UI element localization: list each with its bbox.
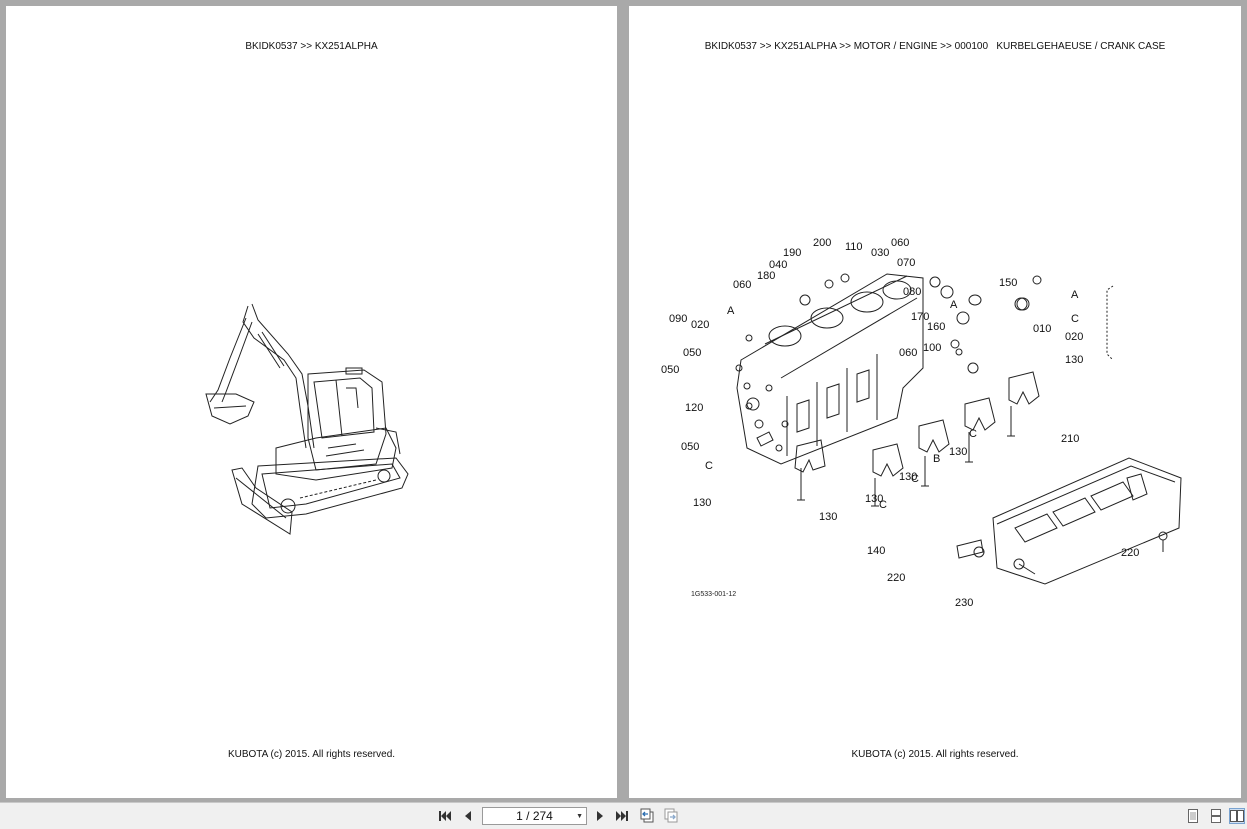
go-forward-button[interactable] [663,808,679,824]
page-indicator: 1 / 274 [516,809,553,823]
key-A: A [1071,289,1079,301]
key-010: 010 [1033,323,1051,335]
crank-case-exploded-diagram: 200 110 060 190 030 070 040 180 060 080 … [661,237,1182,609]
callout-030: 030 [871,247,889,259]
callout-130-low: 130 [865,493,883,505]
callout-080: 080 [903,286,921,298]
left-page: BKIDK0537 >> KX251ALPHA KUBOTA (c) [6,6,617,798]
single-page-view-button[interactable] [1185,808,1201,824]
callout-100: 100 [923,342,941,354]
callout-A: A [727,305,735,317]
callout-050: 050 [683,347,701,359]
two-page-view-button[interactable] [1229,808,1245,824]
callout-130-mid: 130 [899,471,917,483]
right-breadcrumb: BKIDK0537 >> KX251ALPHA >> MOTOR / ENGIN… [704,41,1166,52]
callout-130-right: 130 [949,446,967,458]
right-page: BKIDK0537 >> KX251ALPHA >> MOTOR / ENGIN… [629,6,1241,798]
two-page-icon [1230,810,1244,822]
circled-A-label: A [950,299,958,311]
continuous-page-view-button[interactable] [1208,808,1224,824]
callout-C-low: C [879,499,887,511]
single-page-icon [1188,809,1198,823]
callout-110: 110 [845,241,863,253]
figure-id: 1G533-001-12 [691,591,736,598]
crank-case-drawing [735,273,1182,585]
callout-040: 040 [769,259,787,271]
callout-220-left: 220 [887,572,905,584]
left-footer: KUBOTA (c) 2015. All rights reserved. [227,749,396,760]
callout-020: 020 [691,319,709,331]
callout-140: 140 [867,545,885,557]
key-130: 130 [1065,354,1083,366]
prev-page-button[interactable] [460,808,476,824]
go-back-button[interactable] [639,808,655,824]
callout-150: 150 [999,277,1017,289]
key-C: C [1071,313,1079,325]
left-breadcrumb: BKIDK0537 >> KX251ALPHA [245,41,378,52]
prev-page-icon [465,811,471,821]
callout-070: 070 [897,257,915,269]
first-page-icon [439,811,451,821]
next-page-button[interactable] [592,808,608,824]
callout-130-left: 130 [693,497,711,509]
callout-200: 200 [813,237,831,249]
callout-210: 210 [1061,433,1079,445]
next-page-icon [597,811,603,821]
callout-160: 160 [927,321,945,333]
callout-060-left: 060 [733,279,751,291]
callout-190: 190 [783,247,801,259]
callout-230: 230 [955,597,973,609]
pdf-navigation-toolbar: 1 / 274 ▼ [0,802,1247,829]
callout-050-lower: 050 [661,364,679,376]
excavator-illustration [205,303,409,535]
page-number-selector[interactable]: 1 / 274 ▼ [482,807,587,825]
continuous-page-icon [1211,809,1221,823]
chevron-down-icon: ▼ [576,813,583,820]
callout-050-bottom: 050 [681,441,699,453]
first-page-button[interactable] [437,808,453,824]
right-footer: KUBOTA (c) 2015. All rights reserved. [851,749,1019,760]
callout-220-right: 220 [1121,547,1139,559]
last-page-icon [616,811,628,821]
callout-B: B [933,453,940,465]
key-020: 020 [1065,331,1083,343]
callout-170: 170 [911,311,929,323]
callout-060: 060 [891,237,909,249]
callout-130-bottom: 130 [819,511,837,523]
callout-labels: 200 110 060 190 030 070 040 180 060 080 … [661,237,1139,609]
callout-C-right: C [969,428,977,440]
go-back-icon [640,808,654,823]
callout-C-mid: C [911,473,919,485]
last-page-button[interactable] [614,808,630,824]
callout-180: 180 [757,270,775,282]
callout-090: 090 [669,313,687,325]
callout-120: 120 [685,402,703,414]
callout-C-left: C [705,460,713,472]
callout-060-right: 060 [899,347,917,359]
go-forward-icon [664,808,678,823]
